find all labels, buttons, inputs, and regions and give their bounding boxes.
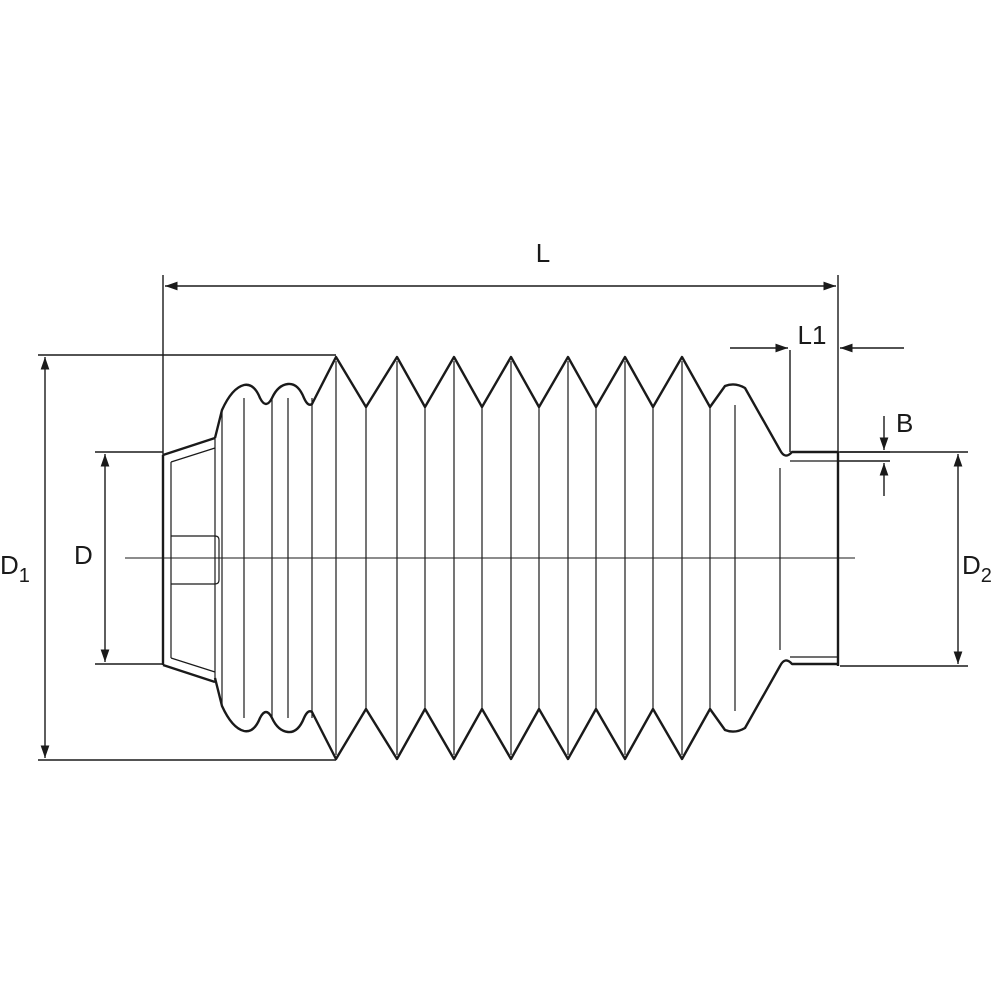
bellows-outline-bottom [213, 659, 838, 761]
dimension-l: L [162, 238, 839, 455]
right-tube [779, 452, 840, 666]
label-d2: D2 [962, 550, 992, 587]
dimension-d2: D2 [840, 451, 992, 667]
label-l: L [536, 238, 550, 268]
bellows-outline-top [213, 355, 838, 457]
left-sleeve [161, 436, 220, 684]
label-d: D [74, 540, 93, 570]
label-l1: L1 [798, 320, 827, 350]
dimension-d: D [74, 451, 163, 665]
dimension-l1: L1 [730, 320, 904, 452]
label-b: B [896, 408, 913, 438]
dimension-d1: D1 [0, 354, 336, 761]
label-d1: D1 [0, 550, 30, 587]
